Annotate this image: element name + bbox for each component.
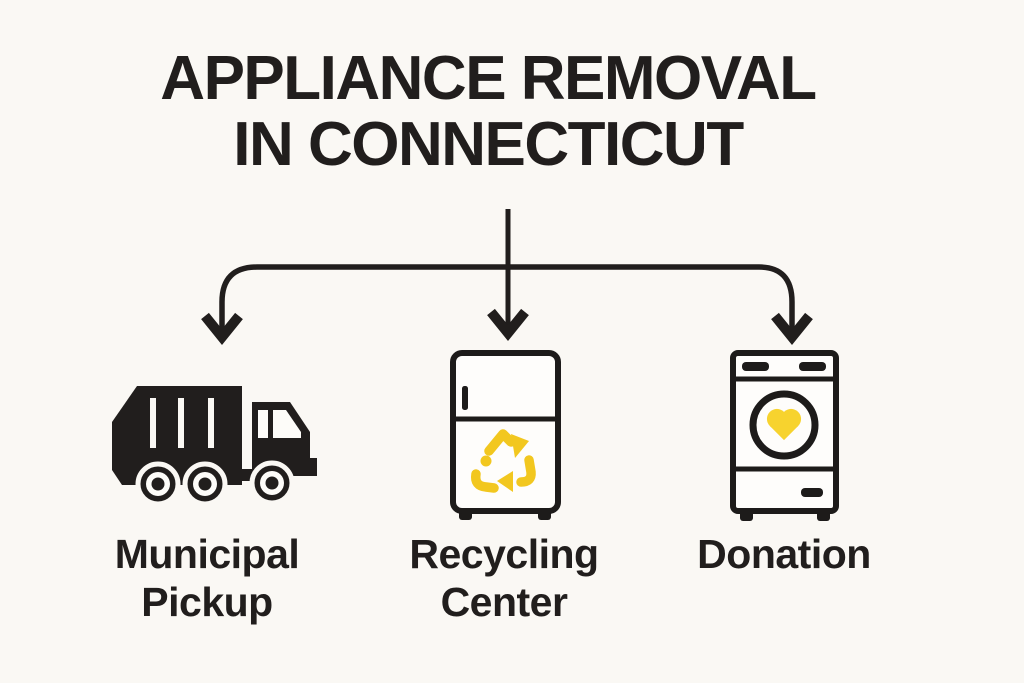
branch-label-line1: Municipal — [114, 531, 300, 577]
truck-wheels — [135, 460, 295, 507]
recycle-symbol-icon — [470, 429, 536, 493]
washing-machine-heart-icon — [730, 350, 839, 521]
page-title: APPLIANCE REMOVAL IN CONNECTICUT — [0, 46, 976, 178]
center-arrowhead-icon — [487, 308, 529, 341]
branch-arrows — [201, 209, 813, 345]
heart-icon — [766, 408, 802, 441]
branch-label-line1: Donation — [697, 531, 871, 577]
branch-label-line1: Recycling — [409, 531, 599, 577]
branch-label-line2: Center — [440, 579, 568, 625]
left-arrowhead-icon — [201, 312, 243, 345]
page-title-line2: IN CONNECTICUT — [233, 110, 744, 179]
branch-label-donation: Donation — [624, 530, 944, 578]
page-title-line1: APPLIANCE REMOVAL — [160, 44, 817, 113]
branch-label-municipal-pickup: Municipal Pickup — [47, 530, 367, 626]
branch-rail — [219, 264, 795, 330]
refrigerator-recycle-icon — [450, 350, 561, 520]
garbage-truck-icon — [112, 386, 317, 507]
branch-label-recycling-center: Recycling Center — [344, 530, 664, 626]
right-arrowhead-icon — [771, 312, 813, 345]
branch-label-line2: Pickup — [141, 579, 273, 625]
